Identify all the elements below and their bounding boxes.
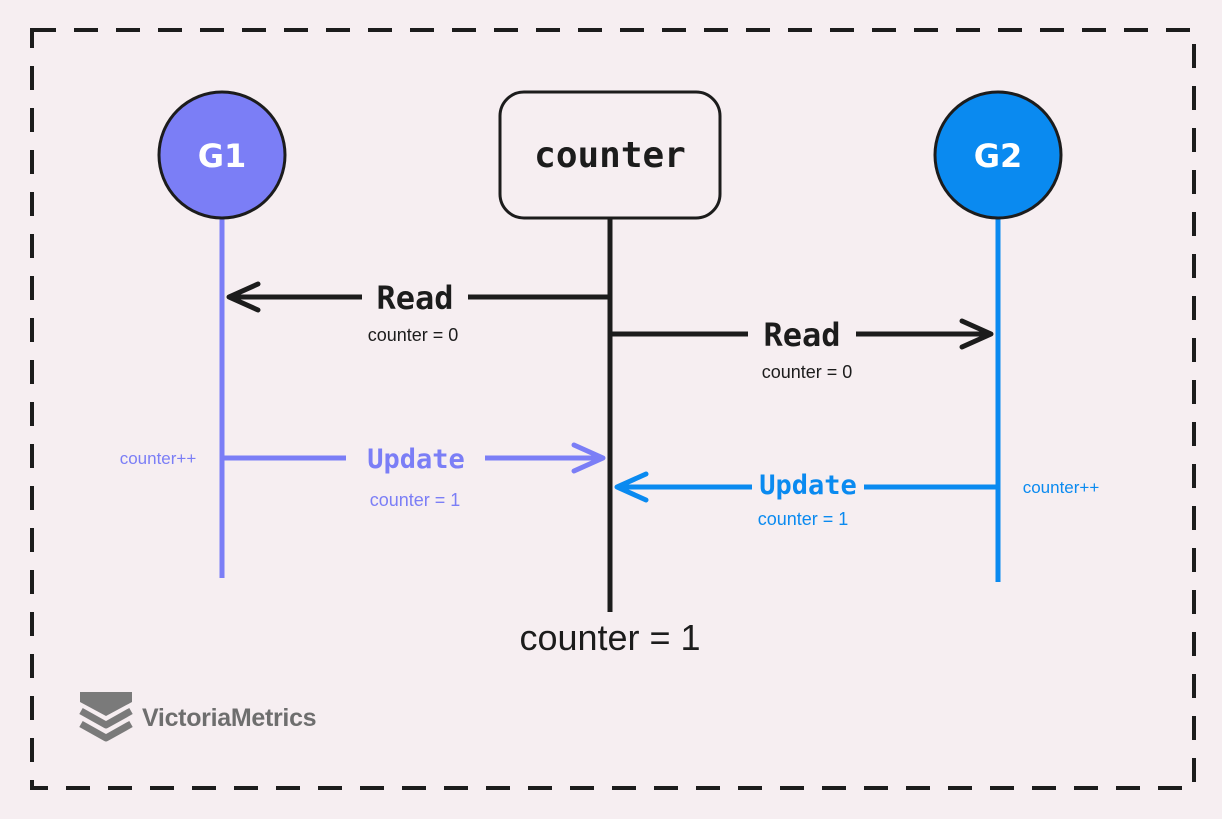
read-arrow-to-g2: Read counter = 0 [610,316,994,382]
g2-action-label: counter++ [1023,478,1100,497]
update-g2-note: counter = 1 [758,509,849,529]
logo-text: VictoriaMetrics [142,703,317,732]
g1-node: G1 [157,90,287,220]
victoriametrics-logo-icon [79,692,133,742]
dashed-frame [30,28,1196,790]
arrowhead-left-icon [614,471,649,503]
counter-label: counter [534,135,686,176]
update-g1-note: counter = 1 [370,490,461,510]
arrowhead-left-icon [226,281,261,313]
counter-node: counter [498,90,722,220]
read-g1-note: counter = 0 [368,325,459,345]
g1-action-label: counter++ [120,449,197,468]
g1-label: G1 [198,137,247,175]
update-arrow-from-g1: Update counter = 1 counter++ [120,442,606,510]
g2-label: G2 [974,137,1023,175]
read-g1-label: Read [376,279,453,317]
update-g2-label: Update [759,470,857,501]
update-arrow-from-g2: Update counter = 1 counter++ [614,470,1100,529]
g2-node: G2 [933,90,1063,220]
read-g2-label: Read [763,316,840,354]
arrowhead-right-icon [959,318,994,350]
arrowhead-right-icon [571,442,606,474]
result-label: counter = 1 [519,617,700,658]
read-arrow-to-g1: Read counter = 0 [226,279,610,345]
logo: VictoriaMetrics [78,686,317,750]
update-g1-label: Update [367,444,465,475]
read-g2-note: counter = 0 [762,362,853,382]
